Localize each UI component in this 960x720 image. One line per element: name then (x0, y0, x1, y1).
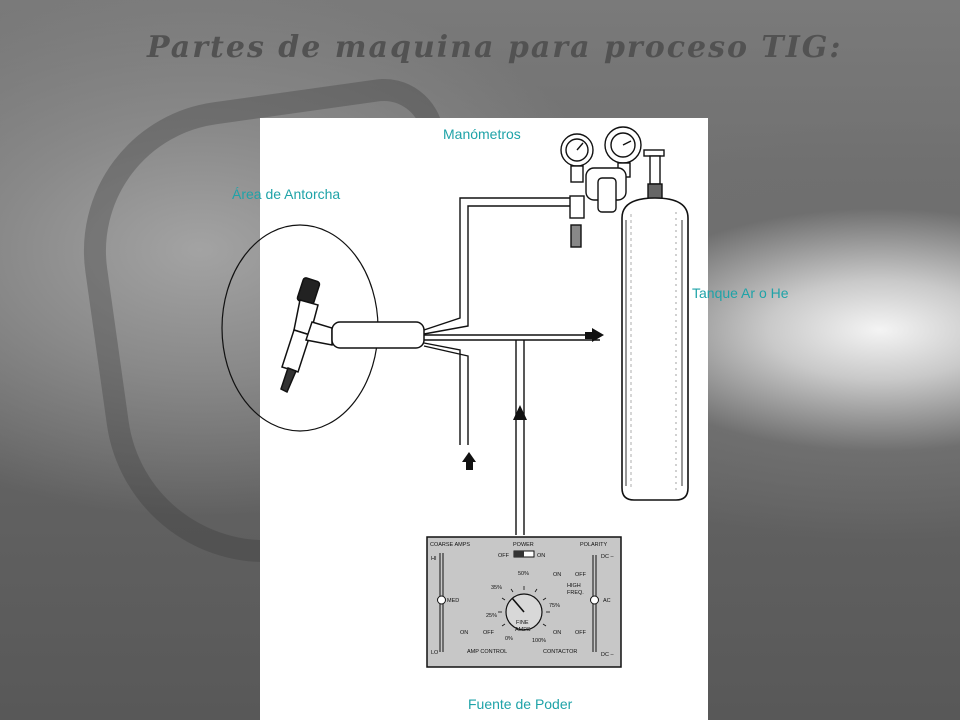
ac-label: AC (603, 598, 611, 604)
amp-off-label: OFF (483, 630, 495, 636)
dc-bottom-label: DC – (601, 652, 614, 658)
pct-75: 75% (549, 603, 560, 609)
power-off-label: OFF (498, 553, 510, 559)
high-freq2-label: FREQ. (567, 590, 584, 596)
label-manometros: Manómetros (443, 126, 521, 142)
power-label: POWER (513, 542, 534, 548)
pct-100: 100% (532, 638, 546, 644)
med-label: MED (447, 598, 459, 604)
label-tanque: Tanque Ar o He (692, 285, 789, 301)
pct-0: 0% (505, 636, 513, 642)
dc-top-label: DC – (601, 554, 614, 560)
amp-control-label: AMP CONTROL (467, 649, 507, 655)
hf-on-label: ON (553, 572, 561, 578)
power-source-panel: COARSE AMPS HI MED LO POWER OFF ON POLAR… (426, 536, 622, 668)
contactor-label: CONTACTOR (543, 649, 577, 655)
tank-icon (621, 197, 689, 501)
pct-50: 50% (518, 571, 529, 577)
lo-label: LO (431, 650, 439, 656)
amp-on-label: ON (460, 630, 468, 636)
contactor-on-label: ON (553, 630, 561, 636)
fine-label: FINE (516, 620, 529, 626)
page-title: Partes de maquina para proceso TIG: (147, 30, 843, 65)
amps-label: AMPS (515, 627, 531, 633)
coarse-amps-label: COARSE AMPS (430, 542, 470, 548)
high-freq-label: HIGH (567, 583, 581, 589)
pct-25: 25% (486, 613, 497, 619)
flow-arrows (462, 328, 604, 470)
contactor-off-label: OFF (575, 630, 587, 636)
hi-label: HI (431, 556, 437, 562)
polarity-label: POLARITY (580, 542, 608, 548)
hoses (423, 197, 600, 535)
gauges-icon (560, 126, 665, 248)
label-fuente-poder: Fuente de Poder (468, 696, 573, 712)
label-area-antorcha: Área de Antorcha (232, 186, 341, 202)
pct-35: 35% (491, 585, 502, 591)
power-on-label: ON (537, 553, 545, 559)
torch-icon (280, 277, 425, 394)
hf-off-label: OFF (575, 572, 587, 578)
